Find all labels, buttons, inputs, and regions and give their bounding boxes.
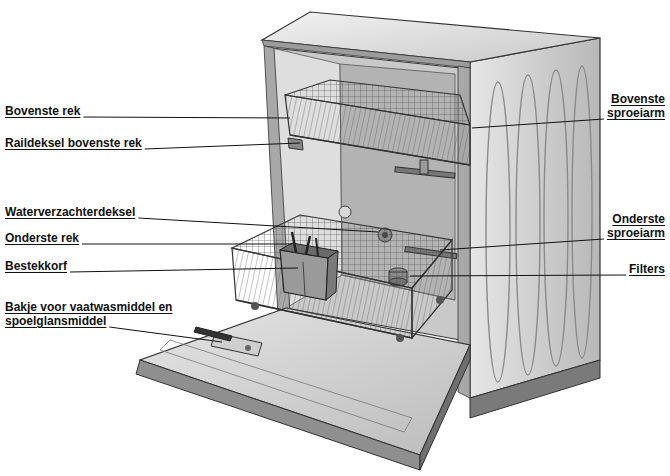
part-label: Onderste rek	[5, 231, 205, 245]
leader-line	[138, 218, 378, 232]
part-label: Onderste sproeiarm	[583, 212, 665, 240]
leader-line	[440, 239, 604, 250]
part-label: Bovenste sproeiarm	[583, 92, 665, 120]
leader-line	[83, 117, 290, 118]
leader-line	[82, 244, 292, 245]
part-label: Bestekkorf	[5, 259, 205, 273]
part-label: Bovenste rek	[5, 104, 205, 118]
leader-line	[145, 143, 300, 149]
part-label: Filters	[583, 262, 665, 276]
part-label: Waterverzachterdeksel	[5, 205, 205, 219]
part-label: Raildeksel bovenste rek	[5, 136, 205, 150]
leader-line	[472, 119, 604, 128]
part-label: Bakje voor vaatwasmiddel en spoelglansmi…	[5, 300, 180, 328]
leader-line	[109, 327, 222, 342]
leader-line	[410, 275, 626, 276]
leader-line	[70, 268, 298, 272]
